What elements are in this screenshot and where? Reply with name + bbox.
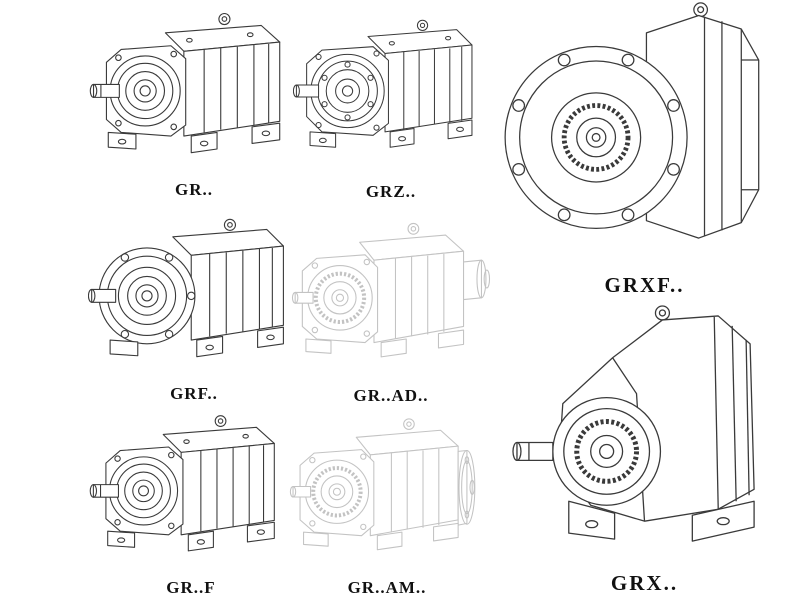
- figure-gr: GR..: [88, 2, 300, 200]
- figure-label-grxf: GRXF..: [604, 273, 685, 297]
- figure-grz: GRZ..: [293, 2, 489, 202]
- figure-gr-f: GR..F: [88, 404, 294, 598]
- figure-grxf: GRXF..: [492, 0, 797, 298]
- gearbox-drawing-gr-f: [88, 404, 294, 576]
- figure-label-gr-am: GR..AM..: [347, 578, 427, 597]
- gearbox-drawing-grz: [293, 2, 489, 180]
- figure-label-gr-ad: GR..AD..: [353, 386, 429, 405]
- figure-gr-ad: GR..AD..: [288, 208, 494, 406]
- figure-label-grf: GRF..: [170, 384, 218, 403]
- gearbox-drawing-gr-ad: [288, 208, 494, 384]
- gearbox-drawing-grx: [492, 300, 797, 569]
- figure-label-grz: GRZ..: [365, 182, 417, 201]
- gearbox-drawing-grxf: [492, 0, 797, 271]
- figure-label-gr-f: GR..F: [166, 578, 216, 597]
- figure-label-gr: GR..: [175, 180, 213, 199]
- figure-grf: GRF..: [88, 206, 300, 404]
- gearbox-drawing-gr: [88, 2, 300, 178]
- figure-gr-am: GR..AM..: [286, 404, 488, 598]
- gearbox-drawing-grf: [88, 206, 300, 382]
- gearbox-drawing-gr-am: [286, 404, 488, 576]
- figure-label-grx: GRX..: [610, 571, 679, 595]
- figure-grx: GRX..: [492, 300, 797, 596]
